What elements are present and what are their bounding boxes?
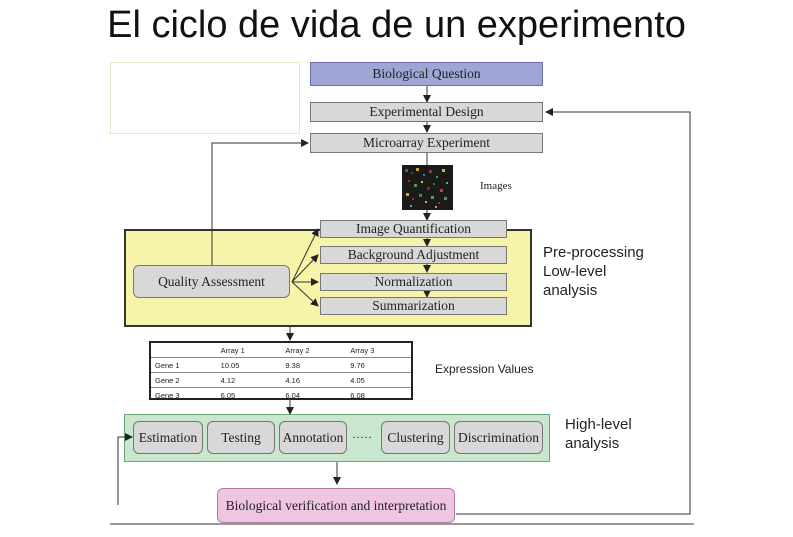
table-cell: 4.16 <box>281 372 347 388</box>
quality-assessment-box: Quality Assessment <box>133 265 290 298</box>
estimation-box: Estimation <box>133 421 203 454</box>
image-quantification-box: Image Quantification <box>320 220 507 238</box>
preprocessing-label-line-3: analysis <box>543 282 598 299</box>
table-row: Gene 1 10.05 9.38 9.76 <box>151 357 411 373</box>
table-header-cell: Array 3 <box>346 343 411 358</box>
microarray-image <box>402 165 453 210</box>
microarray-spots <box>405 168 448 208</box>
table-cell: Gene 1 <box>151 357 217 373</box>
table-cell: Gene 2 <box>151 372 217 388</box>
table-row: Gene 2 4.12 4.16 4.05 <box>151 372 411 388</box>
expression-values-label: Expression Values <box>435 362 534 376</box>
biological-question-box: Biological Question <box>310 62 543 86</box>
testing-box: Testing <box>207 421 275 454</box>
table-cell: 6.05 <box>216 387 282 398</box>
table-cell: 10.05 <box>216 357 282 373</box>
ellipsis: ····· <box>352 430 372 444</box>
table-row: Gene 3 6.05 6.04 6.08 <box>151 387 411 398</box>
microarray-experiment-box: Microarray Experiment <box>310 133 543 153</box>
expression-table: Array 1 Array 2 Array 3 Gene 1 10.05 9.3… <box>151 343 411 398</box>
discrimination-box: Discrimination <box>454 421 543 454</box>
expression-table-frame: Array 1 Array 2 Array 3 Gene 1 10.05 9.3… <box>149 341 413 400</box>
table-cell: 4.12 <box>216 372 282 388</box>
table-cell: 9.38 <box>281 357 347 373</box>
summarization-box: Summarization <box>320 297 507 315</box>
images-label: Images <box>480 180 512 192</box>
background-adjustment-box: Background Adjustment <box>320 246 507 264</box>
table-cell: 4.05 <box>346 372 411 388</box>
table-cell: Gene 3 <box>151 387 217 398</box>
slide-title: El ciclo de vida de un experimento <box>107 4 686 46</box>
experimental-design-box: Experimental Design <box>310 102 543 122</box>
annotation-box: Annotation <box>279 421 347 454</box>
preprocessing-label: Pre-processing Low-level analysis <box>543 243 644 300</box>
preprocessing-label-line-2: Low-level <box>543 263 607 280</box>
table-cell: 6.08 <box>346 387 411 398</box>
highlevel-label-line-1: High-level <box>565 416 632 433</box>
table-header-cell <box>151 343 217 358</box>
table-header-cell: Array 1 <box>216 343 282 358</box>
table-cell: 9.76 <box>346 357 411 373</box>
table-header-row: Array 1 Array 2 Array 3 <box>151 343 411 358</box>
highlevel-label: High-level analysis <box>565 415 632 453</box>
table-cell: 6.04 <box>281 387 347 398</box>
empty-frame <box>110 62 300 134</box>
clustering-box: Clustering <box>381 421 450 454</box>
normalization-box: Normalization <box>320 273 507 291</box>
preprocessing-label-line-1: Pre-processing <box>543 244 644 261</box>
table-header-cell: Array 2 <box>281 343 347 358</box>
highlevel-label-line-2: analysis <box>565 435 620 452</box>
biological-verification-box: Biological verification and interpretati… <box>217 488 455 523</box>
